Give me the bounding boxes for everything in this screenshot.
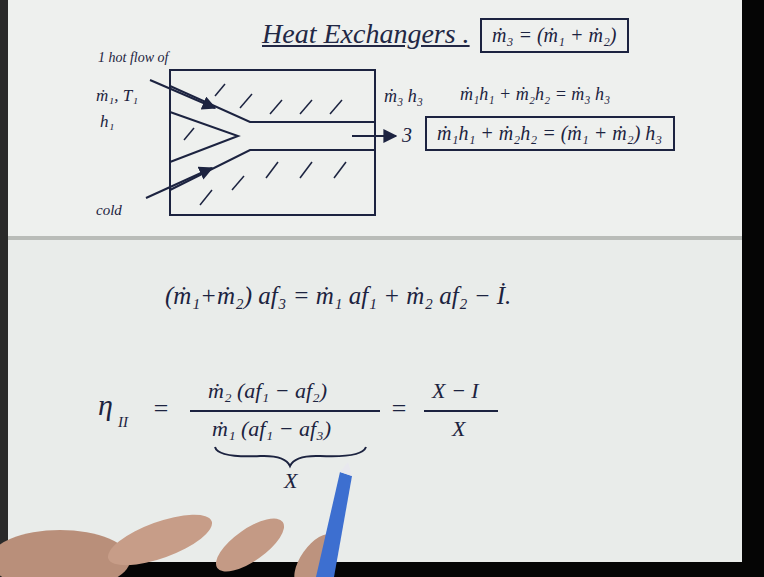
mixing-chamber — [170, 70, 375, 215]
hatch-stroke — [215, 84, 225, 96]
inlet-label: cold — [96, 202, 122, 219]
hatch-stroke — [300, 100, 312, 114]
hatch-stroke — [232, 176, 244, 190]
hatch-stroke — [266, 162, 278, 178]
fraction-marks — [190, 411, 498, 466]
upper-sheet — [0, 0, 742, 238]
numerator: ṁ₂ (af₁ − af₂) — [208, 378, 327, 403]
equation-box: ṁ₁h₁ + ṁ₂h₂ = (ṁ₁ + ṁ₂) h₃ — [425, 116, 675, 151]
pen — [316, 472, 352, 577]
inlet-label: h₁ — [100, 112, 114, 132]
inlet-arrow — [146, 168, 212, 198]
hatch-stroke — [240, 94, 252, 108]
flow-arrows — [146, 80, 396, 198]
inlet-arrow — [150, 80, 215, 108]
equation-text: ṁ₁h₁ + ṁ₂h₂ = (ṁ₁ + ṁ₂) h₃ — [437, 122, 663, 145]
equals-sign: = — [152, 394, 170, 424]
hatch-stroke — [270, 100, 282, 114]
hatch-stroke — [330, 100, 342, 114]
chamber-outline — [170, 70, 375, 215]
sheet-edge — [0, 236, 742, 240]
outlet-label: ṁ₃ h₃ — [384, 86, 423, 107]
hatch-stroke — [334, 162, 346, 178]
left-edge — [0, 0, 8, 577]
fraction-bar — [190, 410, 380, 412]
hot-fluid-note: 1 hot flow of — [98, 50, 168, 66]
hatching — [184, 84, 346, 205]
fraction-bar — [424, 410, 498, 412]
efficiency-symbol: η — [98, 388, 113, 423]
equation-box: ṁ₃ = (ṁ₁ + ṁ₂) — [480, 18, 629, 53]
hatch-stroke — [300, 162, 312, 178]
hatch-stroke — [184, 128, 194, 140]
inlet-label: ṁ₁, T₁ — [96, 86, 138, 106]
state-number: 3 — [402, 124, 412, 147]
numerator: X − I — [432, 378, 479, 403]
equals-sign: = — [390, 394, 408, 424]
channel-wall — [170, 112, 238, 162]
energy-equation: ṁ₁h₁ + ṁ₂h₂ = ṁ₃ h₃ — [460, 84, 610, 105]
channel-wall — [170, 150, 375, 190]
pen-tip — [340, 462, 352, 476]
denominator: X — [452, 416, 465, 441]
outlet-arrow — [352, 135, 396, 137]
hand — [0, 462, 352, 577]
hatch-stroke — [200, 190, 212, 205]
brace-label: X — [284, 468, 297, 493]
exergy-balance: (ṁ₁+ṁ₂) af₃ = ṁ₁ af₁ + ṁ₂ af₂ − İ. — [165, 282, 511, 311]
equation-text: ṁ₃ = (ṁ₁ + ṁ₂) — [492, 24, 617, 47]
channel-wall — [170, 86, 375, 122]
denominator: ṁ₁ (af₁ − af₃) — [212, 416, 331, 441]
underbrace — [215, 447, 366, 466]
page-title: Heat Exchangers . — [262, 18, 470, 50]
right-edge — [742, 0, 764, 577]
finger — [102, 504, 218, 575]
efficiency-subscript: II — [118, 414, 128, 431]
finger — [208, 509, 292, 577]
lower-sheet — [0, 240, 742, 562]
